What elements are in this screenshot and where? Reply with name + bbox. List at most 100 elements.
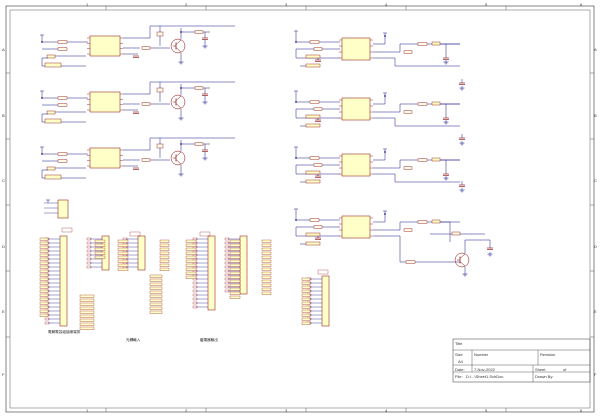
net-label <box>86 261 92 265</box>
wire <box>459 261 466 267</box>
number-label: Number <box>474 352 489 357</box>
net-label <box>86 245 92 249</box>
wire <box>373 159 460 169</box>
transistor-icon <box>170 94 186 110</box>
junction <box>384 151 386 153</box>
connector-icon <box>305 63 321 68</box>
zone-col-label: 4 <box>385 2 388 7</box>
net-label <box>301 301 311 305</box>
net-label <box>317 269 329 275</box>
net-label <box>224 285 230 289</box>
net-label <box>185 255 197 259</box>
resistor-icon <box>309 156 320 160</box>
net-label <box>224 289 230 293</box>
net-label <box>159 267 170 271</box>
net-label <box>261 243 272 247</box>
resistor-icon <box>403 110 413 114</box>
net-label <box>229 271 241 275</box>
net-label <box>79 322 95 326</box>
net-label <box>301 317 311 321</box>
resistor-icon <box>405 260 416 264</box>
net-label <box>149 302 163 306</box>
zone-col-label: 3 <box>285 2 288 7</box>
net-label <box>39 269 49 273</box>
net-label <box>39 249 49 253</box>
net-label <box>301 289 311 293</box>
net-label <box>149 306 163 310</box>
zone-row-label: D <box>2 244 5 249</box>
zone-row-label: A <box>594 47 597 52</box>
connector-icon <box>137 235 146 271</box>
net-label <box>94 251 106 255</box>
net-label <box>94 243 106 247</box>
zone-row-label: F <box>594 372 597 377</box>
net-label <box>117 255 129 259</box>
net-label <box>159 255 170 259</box>
net-label <box>39 309 49 313</box>
net-label <box>129 231 141 237</box>
net-label <box>229 283 241 287</box>
net-label <box>192 293 198 297</box>
wire <box>373 214 386 223</box>
zone-row-label: D <box>594 244 597 249</box>
junction <box>295 157 297 159</box>
net-label <box>159 247 170 251</box>
net-label <box>39 237 49 241</box>
optocoupler-icon <box>341 37 371 61</box>
sheet-label: Sheet <box>535 367 546 372</box>
resistor-icon <box>57 103 68 107</box>
resistor-icon <box>403 166 413 170</box>
net-label <box>149 310 163 314</box>
net-label <box>261 251 272 255</box>
net-label <box>185 263 197 267</box>
net-label <box>149 290 163 294</box>
connector-icon <box>431 101 441 106</box>
transistor-icon <box>170 150 186 166</box>
file-value: D:\...\Sheet1.SchDoc <box>466 374 504 379</box>
net-label <box>159 259 170 263</box>
net-label <box>117 247 129 251</box>
caption-connectors: 電解電容組接線端排 <box>48 330 81 334</box>
connector-icon <box>305 123 321 128</box>
connector-icon <box>44 118 62 124</box>
net-label <box>261 263 272 267</box>
net-label <box>94 239 106 243</box>
net-label <box>39 257 49 261</box>
connector-icon <box>59 235 68 327</box>
wire <box>175 39 182 45</box>
net-label <box>192 281 198 285</box>
zone-col-label: 5 <box>485 2 488 7</box>
net-label <box>224 253 230 257</box>
junction <box>41 41 43 43</box>
resistor-icon <box>57 47 68 51</box>
net-label <box>39 293 49 297</box>
size-label: Size <box>455 352 463 357</box>
connector-icon <box>305 179 321 184</box>
net-label <box>192 297 198 301</box>
net-label <box>199 231 211 237</box>
resistor-icon <box>156 87 164 93</box>
net-label <box>79 310 95 314</box>
zone-row-label: B <box>2 113 5 118</box>
zone-row-label: A <box>2 47 5 52</box>
zone-col-label: 3 <box>285 408 288 413</box>
net-label <box>39 281 49 285</box>
net-label <box>39 289 49 293</box>
net-label <box>79 314 95 318</box>
net-label <box>229 295 241 299</box>
net-label <box>39 241 49 245</box>
net-label <box>261 279 272 283</box>
wire <box>175 151 182 157</box>
net-label <box>117 259 129 263</box>
resistor-icon <box>156 143 164 149</box>
net-label <box>261 239 272 243</box>
zone-row-label: B <box>594 113 597 118</box>
optocoupler-icon <box>341 153 371 177</box>
title-block <box>452 338 591 383</box>
date-label: Date: <box>455 367 465 372</box>
wire <box>459 253 466 259</box>
net-label <box>261 287 272 291</box>
net-label <box>61 227 73 233</box>
wire <box>175 159 182 165</box>
